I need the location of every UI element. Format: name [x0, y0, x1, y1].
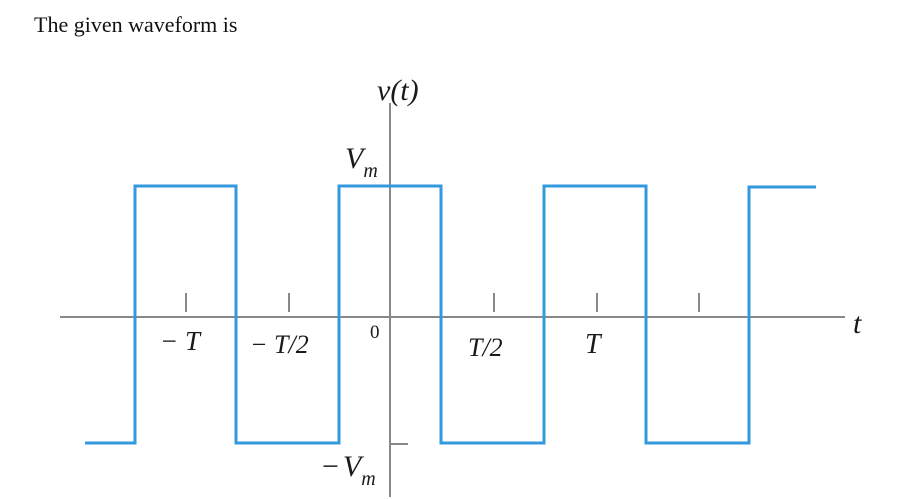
neg-vm-sign: − — [322, 450, 339, 483]
vm-subscript: m — [363, 160, 377, 182]
neg-vm-subscript: m — [361, 468, 375, 490]
tick-label-t: T — [585, 329, 603, 360]
neg-vm-label: −Vm — [322, 450, 376, 490]
vm-label: Vm — [345, 142, 378, 182]
x-axis-label: t — [853, 307, 862, 340]
tick-label-neg-t: − T — [160, 326, 202, 356]
square-waveform — [85, 184, 816, 445]
tick-label-zero: 0 — [370, 322, 380, 343]
neg-vm-symbol: V — [343, 450, 365, 483]
tick-label-half-t: T/2 — [468, 333, 503, 362]
y-axis-label: v(t) — [377, 74, 419, 107]
tick-label-neg-half-t: − T/2 — [250, 330, 309, 359]
intro-text: The given waveform is — [34, 12, 238, 37]
vm-symbol: V — [345, 142, 367, 175]
